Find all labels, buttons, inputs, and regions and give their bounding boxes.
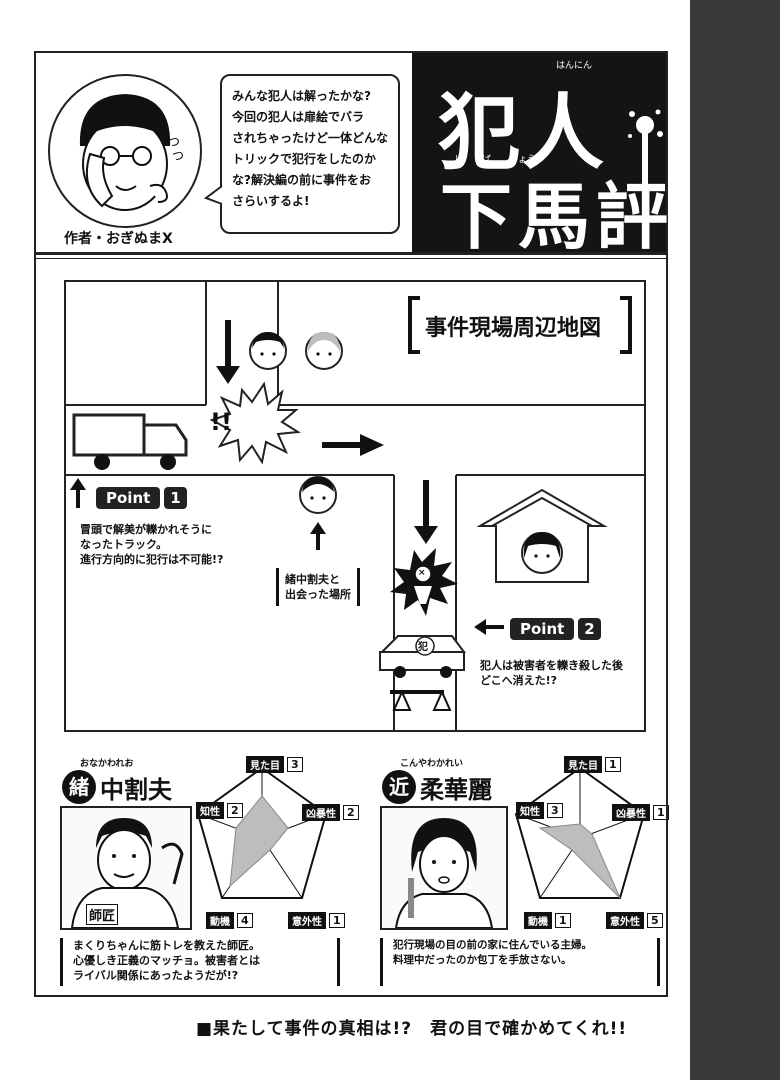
desc-line: まくりちゃんに筋トレを教えた師匠。 [73,939,260,952]
point-1-tag: Point 1 [96,487,187,509]
char-1-ruby: おなかわれお [80,759,134,769]
bubble-tail [204,185,223,205]
map-title-bracket [408,296,632,354]
crime-scene-map [64,280,646,732]
char-1-desc: まくりちゃんに筋トレを教えた師匠。 心優しき正義のマッチョ。被害者とは ライバル… [60,938,340,986]
meeting-note: 緒中割夫と 出会った場所 [276,568,360,606]
map-title: 事件現場周辺地図 [425,316,602,341]
title-line-1: 犯人 [438,85,607,181]
note-line: なったトラック。 [80,538,168,551]
title-ruby-2: げ ば ひょう [455,155,537,165]
char-2-radar-chart [514,766,646,899]
char-2-desc: 犯行現場の目の前の家に住んでいる主婦。 料理中だったのか包丁を手放さない。 [380,938,660,986]
speech-line: トリックで犯行をしたのか [232,152,377,166]
point-2-num: 2 [578,618,601,640]
svg-text:つ: つ [172,149,184,163]
char-1-stat-look: 見た目 3 [246,756,303,773]
desc-line: 料理中だったのか包丁を手放さない。 [393,954,572,966]
stat-label: 動機 [206,912,234,929]
stat-label: 見た目 [564,756,602,773]
header-divider-thin [36,258,666,259]
char-2-stat-intel: 知性 3 [516,802,563,819]
housewife-icon [394,818,494,929]
stat-value: 1 [555,913,571,928]
point-1-note: 冒頭で解美が轢かれそうに なったトラック。 進行方向的に犯行は不可能!? [80,522,223,567]
title-box [412,53,666,252]
stat-value: 1 [329,913,345,928]
stat-value: 3 [547,803,563,818]
note-line: 出会った場所 [285,588,351,601]
char-2-ruby: こんやわかれい [400,759,464,769]
side-panel [690,0,780,1080]
stat-label: 意外性 [288,912,326,929]
svg-text:つ: つ [168,135,180,149]
stat-label: 見た目 [246,756,284,773]
stat-value: 2 [227,803,243,818]
speech-line: さらいするよ! [232,194,310,208]
point-2-label: Point [510,618,575,640]
char-1-stat-violence: 凶暴性 2 [302,804,359,821]
speech-line: されちゃったけど一体どんな [232,131,389,145]
speech-bubble: みんな犯人は解ったかな? 今回の犯人は扉絵でバラ されちゃったけど一体どんな ト… [220,74,400,234]
char-1-radar-chart [196,766,328,899]
victim-mark: × [418,568,426,578]
note-line: 冒頭で解美が轢かれそうに [80,523,212,536]
char-2-stat-surprise: 意外性 5 [606,912,663,929]
note-line: どこへ消えた!? [480,674,558,687]
title-ruby-1: はんにん [556,61,593,71]
char-2-stat-motive: 動機 1 [524,912,571,929]
point-2-note: 犯人は被害者を轢き殺した後 どこへ消えた!? [480,658,623,688]
stat-label: 凶暴性 [302,804,340,821]
char-1-stat-surprise: 意外性 1 [288,912,345,929]
note-line: 緒中割夫と [285,573,340,586]
title-line-2: 下馬評 [440,174,675,259]
stat-value: 4 [237,913,253,928]
car-mark: 犯 [418,642,428,653]
char-1-stat-motive: 動機 4 [206,912,253,929]
speech-line: みんな犯人は解ったかな? [232,89,371,103]
stat-label: 動機 [524,912,552,929]
point-1-label: Point [96,487,161,509]
char-1-shirt-text: 師匠 [86,904,119,925]
char-1-badge: 緒 [62,770,96,804]
stat-value: 2 [343,805,359,820]
stat-label: 意外性 [606,912,644,929]
char-2-portrait [380,806,508,930]
footer-caption: ■果たして事件の真相は!? 君の目で確かめてくれ!! [196,1019,628,1039]
muscle-man-icon [70,818,184,929]
char-2-name: 柔華麗 [420,775,492,804]
char-2-stat-violence: 凶暴性 1 [612,804,669,821]
note-line: 進行方向的に犯行は不可能!? [80,553,224,566]
stat-value: 5 [647,913,663,928]
stat-label: 凶暴性 [612,804,650,821]
char-1-name: 中割夫 [100,775,172,804]
stat-value: 3 [287,757,303,772]
char-2-badge: 近 [382,770,416,804]
author-label: 作者・おぎぬまX [64,231,173,247]
speech-line: 今回の犯人は扉絵でバラ [232,110,365,124]
desc-line: ライバル関係にあったようだが!? [73,969,239,982]
point-1-num: 1 [164,487,187,509]
desc-line: 心優しき正義のマッチョ。被害者とは [73,954,260,967]
speech-line: な?解決編の前に事件をお [232,173,371,187]
stat-value: 1 [605,757,621,772]
point-2-tag: Point 2 [510,618,601,640]
header-divider [36,252,666,255]
stat-label: 知性 [196,802,224,819]
stat-label: 知性 [516,802,544,819]
char-2-stat-look: 見た目 1 [564,756,621,773]
collision-exclaim: !! [210,408,232,436]
note-line: 犯人は被害者を轢き殺した後 [480,659,623,672]
author-avatar: つ つ [48,74,202,228]
char-1-portrait [60,806,192,930]
desc-line: 犯行現場の目の前の家に住んでいる主婦。 [393,939,592,951]
splatter-icon [628,109,663,185]
char-1-stat-intel: 知性 2 [196,802,243,819]
stat-value: 1 [653,805,669,820]
author-face-icon: つ つ [79,94,184,211]
